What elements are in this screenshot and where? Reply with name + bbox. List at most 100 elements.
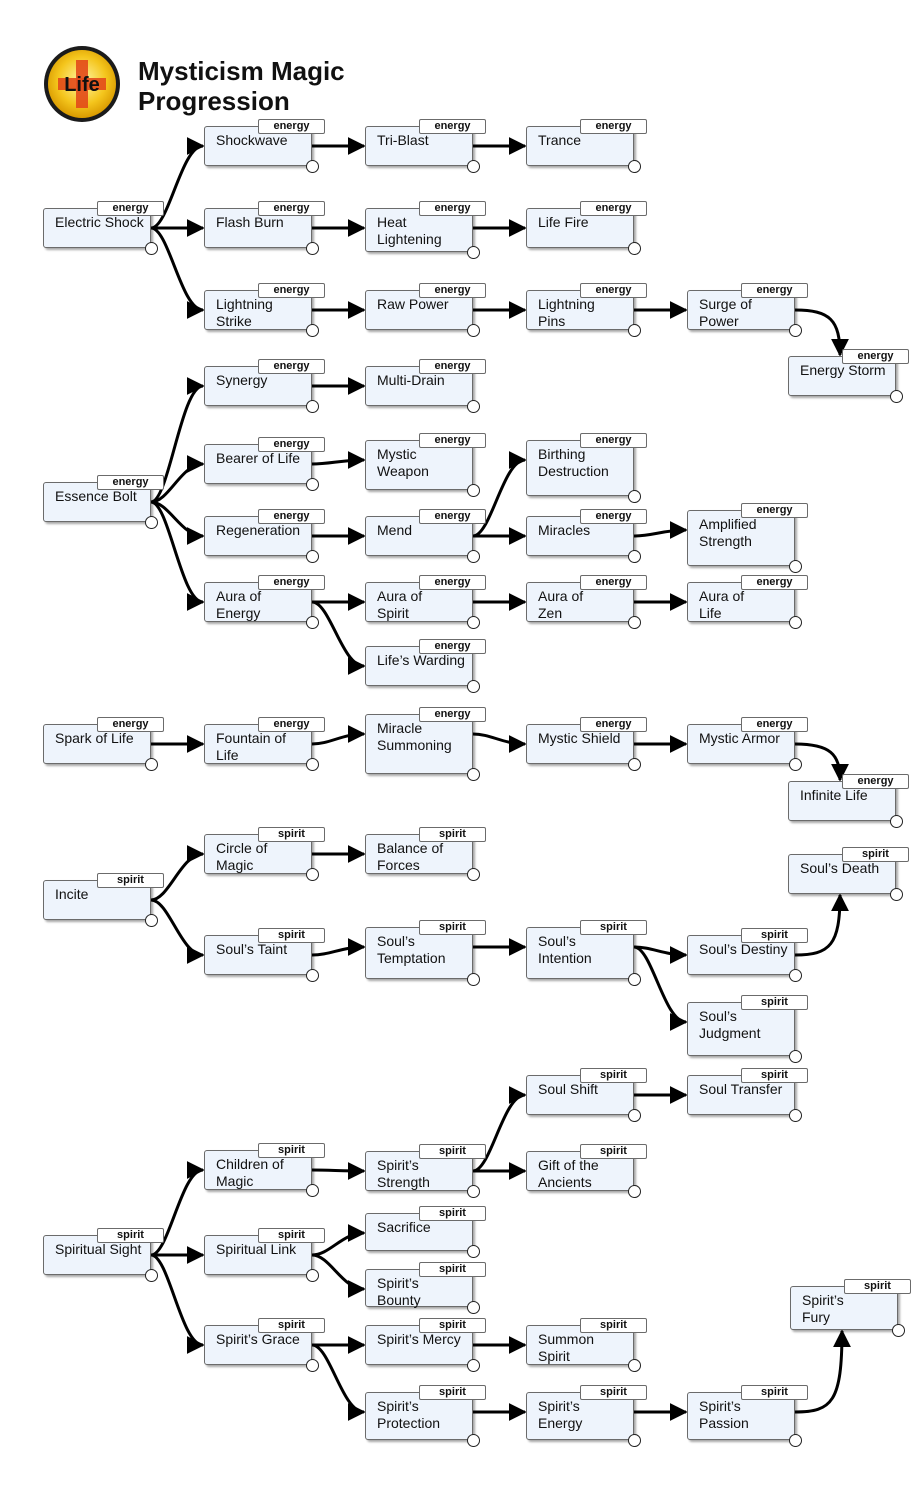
node-connector-handle[interactable] — [306, 550, 319, 563]
node-connector-handle[interactable] — [628, 1359, 641, 1372]
node-connector-handle[interactable] — [789, 1050, 802, 1063]
node-connector-handle[interactable] — [306, 478, 319, 491]
node-connector-handle[interactable] — [306, 400, 319, 413]
node-connector-handle[interactable] — [628, 160, 641, 173]
node-connector-handle[interactable] — [145, 758, 158, 771]
node-connector-handle[interactable] — [145, 516, 158, 529]
node-connector-handle[interactable] — [306, 1184, 319, 1197]
node-connector-handle[interactable] — [890, 390, 903, 403]
node-connector-handle[interactable] — [628, 616, 641, 629]
node-connector-handle[interactable] — [467, 1245, 480, 1258]
node-connector-handle[interactable] — [306, 868, 319, 881]
node-connector-handle[interactable] — [306, 969, 319, 982]
node-connector-handle[interactable] — [890, 815, 903, 828]
node-connector-handle[interactable] — [789, 324, 802, 337]
node-connector-handle[interactable] — [306, 1269, 319, 1282]
node-connector-handle[interactable] — [628, 973, 641, 986]
node-connector-handle[interactable] — [628, 242, 641, 255]
node-connector-handle[interactable] — [789, 1109, 802, 1122]
node-connector-handle[interactable] — [145, 914, 158, 927]
node-connector-handle[interactable] — [467, 550, 480, 563]
node-connector-handle[interactable] — [306, 758, 319, 771]
node-connector-handle[interactable] — [789, 560, 802, 573]
node-connector-handle[interactable] — [306, 1359, 319, 1372]
node-connector-handle[interactable] — [789, 758, 802, 771]
node-connector-handle[interactable] — [628, 1109, 641, 1122]
node-connector-handle[interactable] — [306, 324, 319, 337]
node-connector-handle[interactable] — [145, 1269, 158, 1282]
node-connector-handle[interactable] — [467, 484, 480, 497]
node-connector-handle[interactable] — [306, 616, 319, 629]
node-connector-handle[interactable] — [467, 1185, 480, 1198]
node-connector-handle[interactable] — [467, 160, 480, 173]
node-connector-handle[interactable] — [628, 758, 641, 771]
node-connector-handle[interactable] — [467, 400, 480, 413]
node-connector-handle[interactable] — [628, 324, 641, 337]
node-connector-handle[interactable] — [789, 969, 802, 982]
node-connector-handle[interactable] — [628, 550, 641, 563]
node-connector-handle[interactable] — [890, 888, 903, 901]
node-connector-handle[interactable] — [145, 242, 158, 255]
node-connector-handle[interactable] — [628, 1185, 641, 1198]
node-connector-handle[interactable] — [467, 616, 480, 629]
node-connector-handle[interactable] — [306, 242, 319, 255]
node-connector-handle[interactable] — [467, 246, 480, 259]
node-connector-handle[interactable] — [789, 1434, 802, 1447]
node-connector-handle[interactable] — [467, 973, 480, 986]
node-connector-handle[interactable] — [306, 160, 319, 173]
node-connector-handle[interactable] — [467, 1359, 480, 1372]
node-connector-handle[interactable] — [628, 490, 641, 503]
node-connector-handle[interactable] — [789, 616, 802, 629]
node-connector-handle[interactable] — [467, 768, 480, 781]
node-connector-handle[interactable] — [467, 324, 480, 337]
node-connector-handle[interactable] — [628, 1434, 641, 1447]
node-connector-handle[interactable] — [467, 868, 480, 881]
